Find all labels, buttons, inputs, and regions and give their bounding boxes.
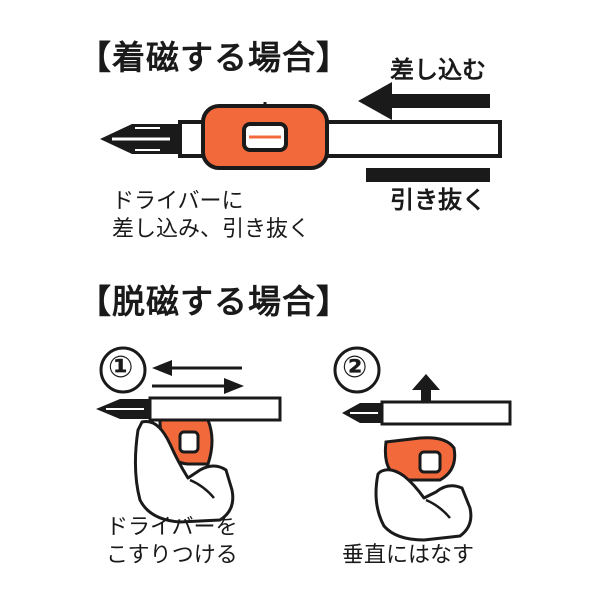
magnetize-heading: 【着磁する場合】 — [78, 38, 350, 77]
magnetize-caption-line1: ドライバーに — [112, 189, 244, 214]
screwdriver-step2 — [342, 400, 512, 426]
pull-bar — [366, 168, 490, 182]
magnetizer-tool-step2 — [383, 436, 457, 482]
step2-caption: 垂直にはなす — [342, 543, 475, 568]
screwdriver-step1 — [96, 396, 282, 422]
step1-number: ① — [108, 350, 134, 385]
insert-label: 差し込む — [390, 56, 486, 84]
step2-number-circle — [333, 346, 381, 394]
magnetize-caption-line2: 差し込み、引き抜く — [112, 217, 311, 242]
step2-number: ② — [342, 350, 368, 385]
step1-number-circle — [99, 346, 147, 394]
rub-arrows — [152, 360, 244, 394]
insert-arrow — [358, 82, 490, 120]
magnetizer-tool-top — [201, 102, 329, 170]
hand-step2 — [374, 468, 473, 542]
step1-caption-line1: ドライバーを — [106, 515, 238, 540]
screwdriver-tip-top — [100, 124, 180, 154]
hand-step1 — [133, 419, 235, 524]
pull-label: 引き抜く — [390, 186, 486, 214]
lift-arrow — [412, 374, 440, 408]
step1-caption-line2: こすりつける — [106, 543, 238, 568]
demagnetize-heading: 【脱磁する場合】 — [78, 282, 350, 321]
